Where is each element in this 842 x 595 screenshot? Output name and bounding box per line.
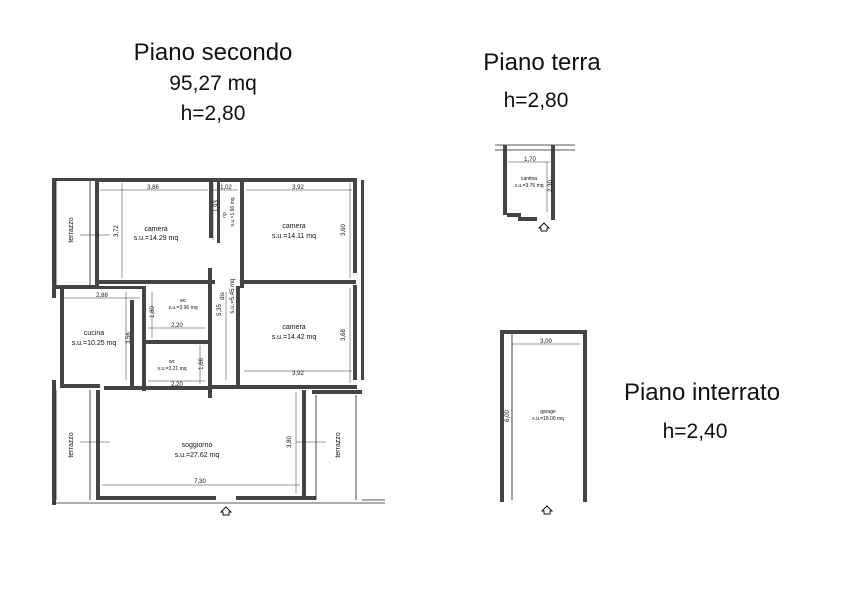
camera2-name: camera (282, 223, 305, 230)
terrazzo-top-label: terrazzo (68, 217, 75, 242)
wc1-area: s.u.=3.96 mq (168, 305, 197, 311)
camera3-area: s.u.=14.42 mq (272, 334, 317, 341)
rip-name: rip (222, 212, 228, 218)
dim-356: 3,56 (126, 332, 132, 344)
rip-area: s.u.=1.96 mq (230, 197, 236, 226)
dim-230: 2,30 (548, 180, 554, 192)
camera2-area: s.u.=14.11 mq (272, 233, 316, 240)
cantina-entrance-icon (537, 222, 551, 232)
camera1-area: s.u.=14.29 mq (134, 235, 179, 242)
dim-392a: 3,92 (292, 185, 304, 191)
garage-name: garage (540, 409, 556, 415)
wc1-name: wc (180, 298, 187, 304)
second-floor-plan: terrazzo camera s.u.=14.29 mq rip s.u.=1… (52, 178, 385, 516)
dim-170: 1,70 (524, 157, 536, 163)
ground-floor-title: Piano terra (483, 49, 601, 76)
cucina-name: cucina (84, 330, 104, 337)
camera1-name: camera (144, 226, 167, 233)
dim-600: 6,00 (505, 410, 511, 422)
dim-102: 1,02 (220, 185, 232, 191)
soggiorno-name: soggiorno (182, 442, 213, 449)
ground-floor-plan: 1,70 2,30 cantina s.u.=3.76 mq (495, 144, 575, 232)
dim-300: 3,00 (540, 339, 552, 345)
garage-entrance-icon (540, 505, 554, 515)
soggiorno-area: s.u.=27.62 mq (175, 452, 220, 459)
dim-360: 3,60 (341, 224, 347, 236)
dim-372: 3,72 (114, 225, 120, 237)
dim-368: 3,68 (341, 329, 347, 341)
dim-180: 1,80 (150, 306, 156, 318)
entrance-arrow-icon (219, 506, 233, 516)
dim-288: 2,88 (96, 293, 108, 299)
cantina-area: s.u.=3.76 mq (514, 183, 543, 189)
dim-166: 1,66 (199, 358, 205, 370)
cucina-area: s.u.=10.25 mq (72, 340, 117, 347)
dim-220b: 2,20 (171, 382, 183, 388)
dim-386: 3,86 (147, 185, 159, 191)
basement-height: h=2,40 (663, 420, 728, 443)
dis-name: dis (220, 292, 226, 300)
second-floor-title: Piano secondo (134, 39, 293, 66)
dim-392b: 3,92 (292, 371, 304, 377)
dim-193: 1,93 (214, 200, 220, 212)
ground-floor-height: h=2,80 (504, 89, 569, 112)
dis-area: s.u.=5.45 mq (230, 279, 236, 314)
terrazzo-bl-label: terrazzo (68, 432, 75, 457)
wc2-area: s.u.=3.21 mq (157, 366, 186, 372)
camera3-name: camera (282, 324, 305, 331)
second-floor-area: 95,27 mq (169, 72, 257, 95)
second-floor-height: h=2,80 (181, 102, 246, 125)
dim-380: 3,80 (287, 436, 293, 448)
basement-title: Piano interrato (624, 379, 780, 406)
basement-plan: 3,00 6,00 garage s.u.=18.00 mq (500, 330, 587, 515)
dim-535: 5,35 (217, 304, 223, 316)
cantina-name: cantina (521, 176, 537, 182)
dim-220a: 2,20 (171, 323, 183, 329)
dim-730: 7,30 (194, 479, 206, 485)
garage-area: s.u.=18.00 mq (532, 416, 564, 422)
terrazzo-br-label: terrazzo (335, 432, 342, 457)
wc2-name: wc (169, 359, 176, 365)
